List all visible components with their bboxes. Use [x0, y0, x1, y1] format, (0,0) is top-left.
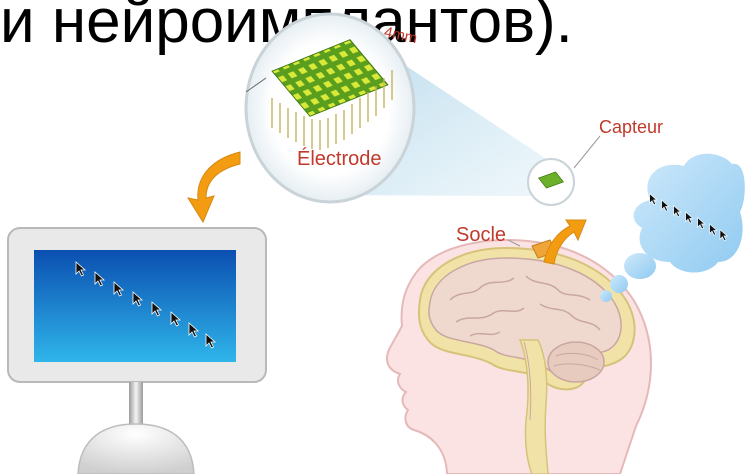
- sensor-leader-line: [573, 135, 601, 169]
- electrode-array-icon: [271, 39, 389, 117]
- thought-bubble: [600, 153, 745, 302]
- monitor-stand: [129, 382, 143, 428]
- human-head: [385, 239, 652, 474]
- arrow-to-monitor-icon: [186, 151, 241, 224]
- sensor-magnified: [527, 158, 575, 206]
- electrode-needles: [271, 70, 393, 150]
- computer-monitor: [7, 227, 267, 474]
- sensor-label: Capteur: [599, 117, 664, 137]
- cerebellum: [547, 341, 605, 383]
- base-label: Socle: [456, 224, 507, 246]
- monitor-base: [77, 423, 195, 474]
- electrode-label: Électrode: [297, 148, 382, 170]
- magnifier-lens: [244, 12, 416, 204]
- monitor-screen: [34, 250, 236, 362]
- base-leader-line: [507, 239, 521, 247]
- arrow-to-sensor-icon: [543, 219, 587, 265]
- spinal-cord: [518, 339, 549, 474]
